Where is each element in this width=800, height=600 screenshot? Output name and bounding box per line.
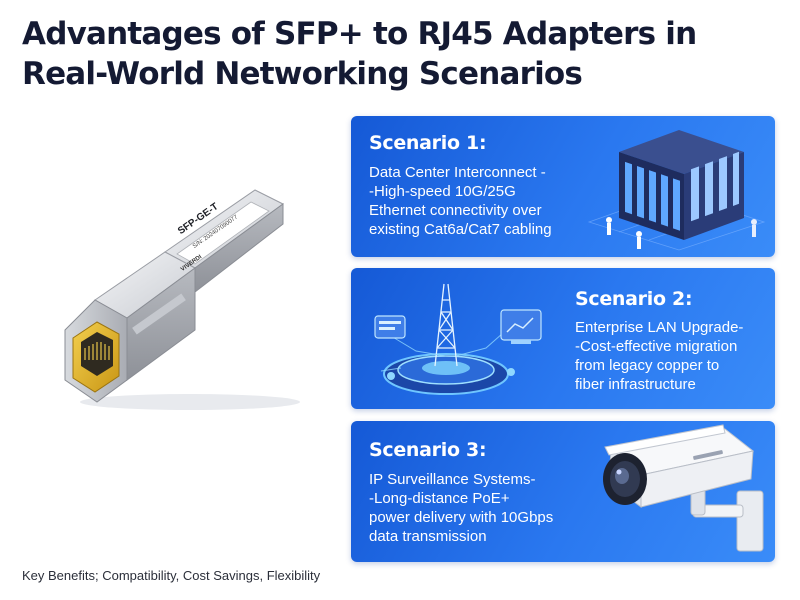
scenario-2-description: Enterprise LAN Upgrade- -Cost-effective … <box>575 318 775 394</box>
key-benefits-footer: Key Benefits; Compatibility, Cost Saving… <box>22 568 321 583</box>
scenario-3-line-4: data transmission <box>369 528 487 545</box>
page-title-line-2: Real-World Networking Scenarios <box>22 56 583 92</box>
server-rack-icon <box>587 130 766 251</box>
network-tower-icon <box>374 283 542 395</box>
scenario-1-line-2: -High-speed 10G/25G <box>369 183 516 200</box>
scenario-2-line-1: Enterprise LAN Upgrade- <box>575 319 744 336</box>
scenario-2-heading: Scenario 2: <box>575 288 693 310</box>
scenario-card-3: Scenario 3: IP Surveillance Systems- -Lo… <box>351 421 775 562</box>
scenario-1-description: Data Center Interconnect - -High-speed 1… <box>369 163 619 239</box>
scenario-2-line-4: fiber infrastructure <box>575 376 696 393</box>
scenario-card-1: Scenario 1: Data Center Interconnect - -… <box>351 116 775 257</box>
scenario-1-line-3: Ethernet connectivity over <box>369 202 542 219</box>
scenario-3-heading: Scenario 3: <box>369 439 487 461</box>
page-title: Advantages of SFP+ to RJ45 Adapters in R… <box>22 14 792 94</box>
sfp-module-icon <box>64 189 300 410</box>
page-title-line-1: Advantages of SFP+ to RJ45 Adapters in <box>22 16 697 52</box>
scenario-card-2: Scenario 2: Enterprise LAN Upgrade- -Cos… <box>351 268 775 409</box>
scenario-3-line-2: -Long-distance PoE+ <box>369 490 510 507</box>
scenario-1-heading: Scenario 1: <box>369 132 487 154</box>
scenario-3-line-1: IP Surveillance Systems- <box>369 471 536 488</box>
security-camera-icon <box>603 424 764 552</box>
scenario-3-line-3: power delivery with 10Gbps <box>369 509 554 526</box>
scenario-2-line-2: -Cost-effective migration <box>575 338 738 355</box>
scenario-1-line-4: existing Cat6a/Cat7 cabling <box>369 221 552 238</box>
scenario-3-description: IP Surveillance Systems- -Long-distance … <box>369 470 619 546</box>
scenario-2-line-3: from legacy copper to <box>575 357 720 374</box>
sfp-module-image <box>55 180 325 415</box>
scenario-1-line-1: Data Center Interconnect - <box>369 164 546 181</box>
